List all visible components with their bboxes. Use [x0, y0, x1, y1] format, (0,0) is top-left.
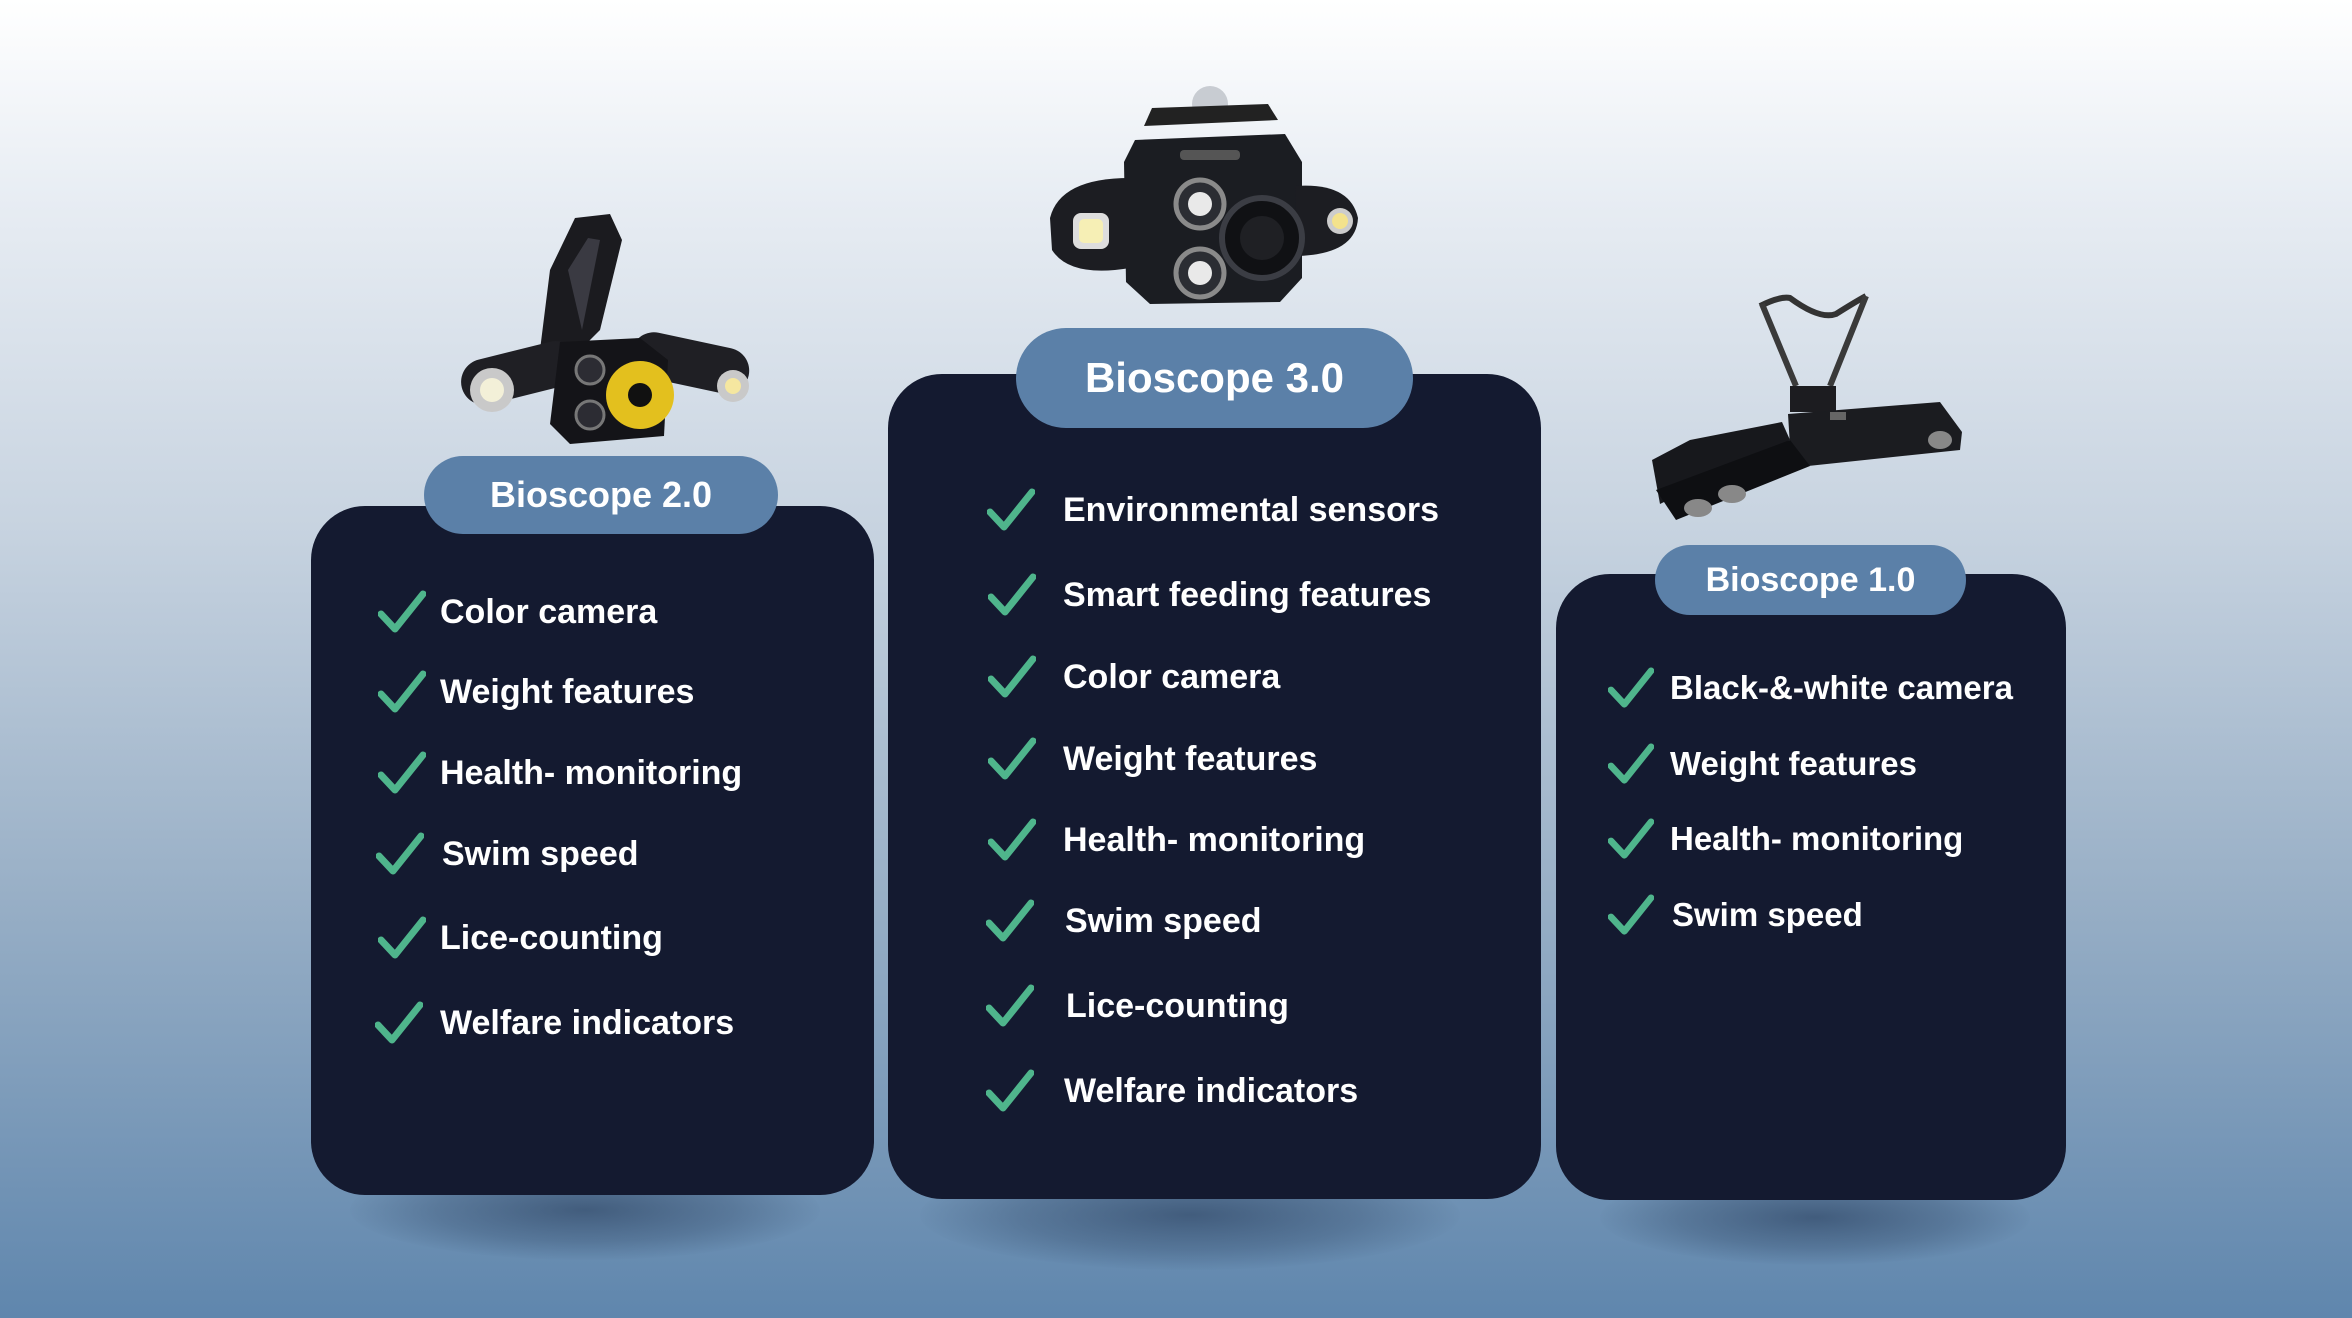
checkmark-icon	[986, 899, 1034, 942]
checkmark-icon	[988, 573, 1036, 616]
feature-label: Swim speed	[1672, 896, 1863, 933]
feature-label: Swim speed	[442, 834, 639, 873]
product-title-pill: Bioscope 1.0	[1655, 545, 1966, 615]
feature-item: Black-&-white camera	[1608, 667, 2013, 709]
checkmark-icon	[378, 916, 426, 959]
checkmark-icon	[375, 1001, 423, 1044]
feature-label: Weight features	[440, 672, 695, 711]
feature-label: Color camera	[440, 592, 658, 631]
feature-label: Welfare indicators	[1064, 1071, 1359, 1110]
feature-item: Health- monitoring	[378, 751, 742, 795]
feature-item: Swim speed	[376, 832, 639, 876]
product-title: Bioscope 3.0	[1084, 354, 1345, 401]
checkmark-icon	[1608, 743, 1654, 784]
checkmark-icon	[378, 590, 426, 633]
feature-item: Environmental sensors	[987, 488, 1439, 532]
checkmark-icon	[987, 488, 1035, 531]
checkmark-icon	[378, 670, 426, 713]
checkmark-icon	[1608, 894, 1654, 935]
feature-label: Welfare indicators	[440, 1003, 735, 1042]
checkmark-icon	[1608, 667, 1654, 708]
feature-item: Weight features	[988, 737, 1317, 781]
checkmark-icon	[986, 984, 1034, 1027]
checkmark-icon	[988, 655, 1036, 698]
feature-item: Welfare indicators	[375, 1001, 734, 1045]
feature-label: Health- monitoring	[440, 753, 743, 792]
feature-item: Swim speed	[1608, 894, 1863, 936]
feature-item: Weight features	[1608, 743, 1917, 785]
feature-label: Health- monitoring	[1670, 820, 1964, 857]
feature-label: Weight features	[1063, 739, 1318, 778]
checkmark-icon	[988, 818, 1036, 861]
feature-label: Health- monitoring	[1063, 820, 1366, 859]
product-title: Bioscope 1.0	[1705, 560, 1916, 599]
feature-item: Health- monitoring	[988, 818, 1365, 862]
feature-label: Weight features	[1670, 745, 1917, 782]
checkmark-icon	[986, 1069, 1034, 1112]
feature-item: Lice-counting	[986, 984, 1289, 1028]
checkmark-icon	[988, 737, 1036, 780]
feature-item: Color camera	[378, 590, 657, 634]
feature-item: Lice-counting	[378, 916, 663, 960]
feature-item: Smart feeding features	[988, 573, 1431, 617]
feature-item: Welfare indicators	[986, 1069, 1358, 1113]
feature-label: Smart feeding features	[1063, 575, 1432, 614]
checkmark-icon	[1608, 818, 1654, 859]
bioscope-1-camera-icon	[1652, 293, 1962, 520]
product-title: Bioscope 2.0	[489, 474, 713, 515]
feature-label: Color camera	[1063, 657, 1281, 696]
product-title-pill: Bioscope 2.0	[424, 456, 778, 534]
checkmark-icon	[378, 751, 426, 794]
product-title-pill: Bioscope 3.0	[1016, 328, 1413, 428]
bioscope-3-camera-icon	[1050, 86, 1358, 304]
feature-item: Health- monitoring	[1608, 818, 1963, 860]
feature-card	[888, 374, 1541, 1199]
feature-item: Weight features	[378, 670, 694, 714]
feature-label: Environmental sensors	[1063, 490, 1440, 529]
feature-label: Lice-counting	[1066, 986, 1289, 1025]
checkmark-icon	[376, 832, 424, 875]
feature-item: Swim speed	[986, 899, 1262, 943]
bioscope-2-camera-icon	[461, 214, 750, 444]
feature-item: Color camera	[988, 655, 1280, 699]
feature-label: Black-&-white camera	[1670, 669, 2013, 706]
feature-label: Lice-counting	[440, 918, 663, 957]
feature-label: Swim speed	[1065, 901, 1262, 940]
